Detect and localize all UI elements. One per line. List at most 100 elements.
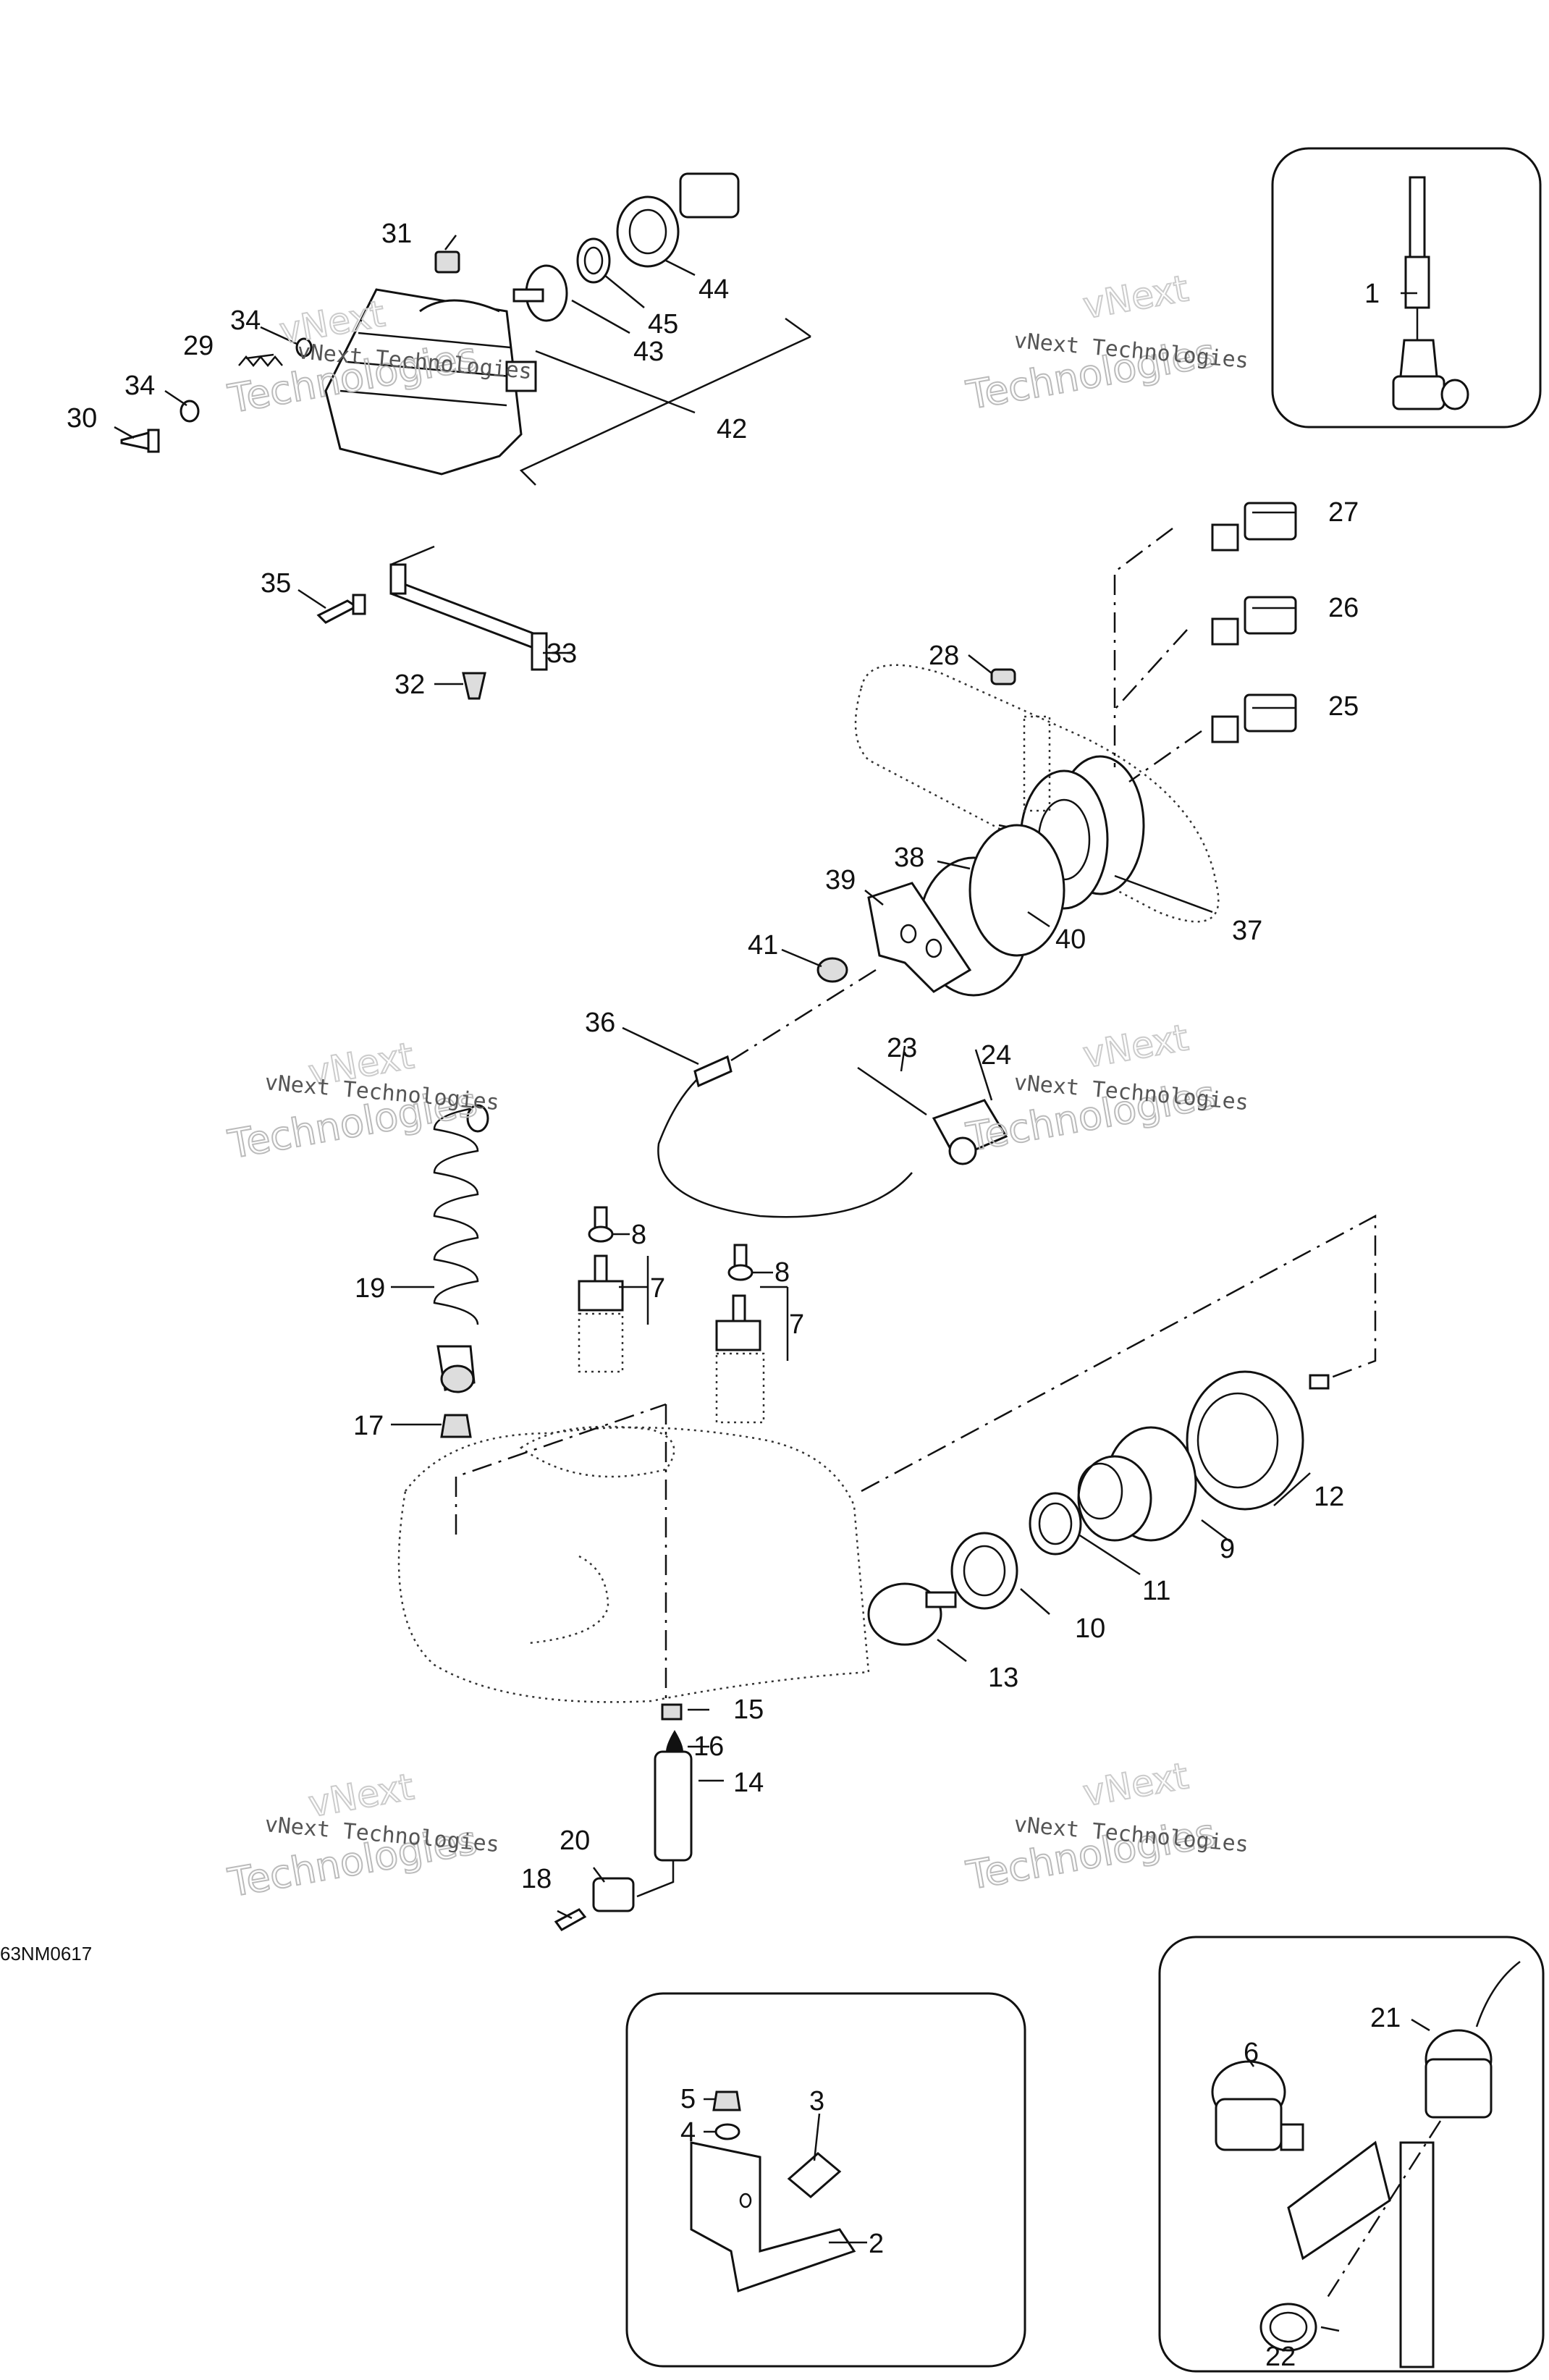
- callout-30: 30: [67, 403, 97, 434]
- part-25-switch: [1211, 693, 1297, 743]
- callout-45: 45: [648, 309, 678, 339]
- callout-28: 28: [929, 641, 959, 671]
- part-14-sender: [636, 1750, 693, 1898]
- part-28-bulb: [990, 668, 1016, 685]
- part-7-switch-right: [715, 1294, 765, 1424]
- callout-labels: 1 2 3 4 5 6 7 7 8 8 9 10 11 12 13 14 15 …: [0, 219, 1401, 2372]
- callout-7-right: 7: [789, 1309, 804, 1340]
- callout-5: 5: [680, 2084, 696, 2114]
- part-17-nut: [440, 1414, 472, 1438]
- callout-8-right: 8: [774, 1257, 790, 1288]
- diagram-code: 63NM0617: [0, 1943, 92, 1965]
- part-2-bracket: [690, 2141, 856, 2292]
- part-18-terminal: [554, 1908, 587, 1931]
- part-15-nut: [661, 1703, 683, 1721]
- part-41-nut: [816, 957, 848, 983]
- callout-6: 6: [1244, 2038, 1259, 2068]
- callout-40: 40: [1055, 924, 1086, 955]
- callout-11: 11: [1142, 1576, 1170, 1606]
- part-34-washer-lower: [180, 400, 200, 423]
- part-5-nut: [712, 2090, 741, 2111]
- callout-26: 26: [1328, 593, 1359, 623]
- leader-lines: [114, 235, 1430, 2332]
- callout-20: 20: [560, 1826, 590, 1856]
- callout-43: 43: [633, 337, 664, 367]
- part-32-nut: [462, 672, 486, 700]
- callout-10: 10: [1075, 1613, 1105, 1644]
- console-inner-outline: [519, 1425, 675, 1478]
- watermark-mid-left: vNext Technologies vNext Technologies: [224, 1034, 500, 1168]
- callout-25: 25: [1328, 691, 1359, 722]
- part-12-switch-body: [1186, 1370, 1330, 1511]
- part-30-screw: [120, 429, 160, 453]
- watermark-lower-right: vNext Technologies vNext Technologies: [962, 1754, 1249, 1899]
- part-27-switch: [1211, 502, 1297, 552]
- part-8-knob-left: [588, 1206, 614, 1243]
- part-34-washer-upper: [295, 337, 313, 358]
- part-33-bracket: [389, 545, 548, 671]
- part-19-tether-cord: [433, 1104, 489, 1393]
- callout-9: 9: [1220, 1534, 1235, 1564]
- inset-box-bracket: [625, 1992, 1026, 2368]
- inset-box-sensor: [1158, 1936, 1545, 2373]
- watermark-mid-right: vNext Technologies vNext Technologies: [962, 1016, 1249, 1161]
- part-35-bolt: [316, 594, 366, 624]
- part-3-clip: [787, 2152, 842, 2198]
- callout-24: 24: [981, 1040, 1011, 1071]
- part-26-switch: [1211, 596, 1297, 646]
- callout-23: 23: [887, 1033, 917, 1063]
- part-1-probe: [1392, 176, 1469, 410]
- part-44-lamp-cover: [616, 172, 740, 268]
- watermark-line2: vNext: [1080, 1755, 1191, 1814]
- part-31-clip: [434, 250, 460, 274]
- part-7-switch-left: [578, 1254, 624, 1373]
- part-29-spring: [238, 355, 283, 367]
- part-45-retaining-ring: [576, 237, 611, 284]
- part-40-gasket: [968, 824, 1065, 957]
- callout-33: 33: [546, 638, 577, 669]
- console-arc: [528, 1555, 609, 1645]
- part-39-mount-bracket: [867, 882, 972, 993]
- callout-27: 27: [1328, 497, 1359, 528]
- part-24-fitting: [932, 1099, 1008, 1165]
- callout-38: 38: [894, 843, 924, 873]
- watermark-line2: vNext: [1080, 267, 1191, 326]
- part-4-washer: [714, 2123, 740, 2140]
- console-dash-left: [455, 1403, 667, 1535]
- part-36-cable: [657, 969, 913, 1218]
- callout-34-upper: 34: [230, 305, 261, 336]
- part-8-knob-right: [727, 1244, 754, 1281]
- callout-32: 32: [394, 670, 425, 700]
- connector-stack: [1023, 715, 1051, 812]
- callout-41: 41: [748, 930, 778, 961]
- bracket-42-line: [519, 317, 811, 486]
- part-42-headlight: [324, 288, 537, 476]
- callout-12: 12: [1314, 1482, 1344, 1512]
- part-43-bulb-socket: [512, 264, 568, 322]
- watermark-line2: vNext: [1080, 1016, 1191, 1076]
- watermark-lower-left: vNext Technologies vNext Technologies: [224, 1765, 500, 1907]
- callout-21: 21: [1370, 2003, 1401, 2033]
- part-9-ignition-body: [1077, 1426, 1197, 1542]
- callout-17: 17: [353, 1411, 384, 1441]
- part-22-seal-ring: [1259, 2303, 1317, 2352]
- callout-1: 1: [1364, 279, 1380, 309]
- switch-wiring-dash: [1113, 528, 1202, 783]
- part-13-key: [867, 1582, 957, 1646]
- callout-35: 35: [261, 568, 291, 599]
- part-23-cable-inner: [857, 1066, 927, 1116]
- callout-18: 18: [521, 1864, 552, 1894]
- callout-13: 13: [988, 1663, 1018, 1693]
- frame-tube: [1287, 2120, 1442, 2368]
- callout-15: 15: [733, 1695, 764, 1725]
- watermark-top-right: vNext Technologies vNext Technologies: [962, 266, 1249, 419]
- callout-4: 4: [680, 2117, 696, 2148]
- callout-31: 31: [381, 219, 412, 249]
- callout-42: 42: [717, 414, 747, 444]
- ignition-dash-line: [861, 1214, 1377, 1493]
- callout-39: 39: [825, 865, 856, 895]
- dash-panel-outline: [854, 664, 1220, 923]
- callout-44: 44: [698, 274, 729, 305]
- part-21-sensor-harness: [1425, 1961, 1521, 2119]
- console-outline: [397, 1426, 870, 1703]
